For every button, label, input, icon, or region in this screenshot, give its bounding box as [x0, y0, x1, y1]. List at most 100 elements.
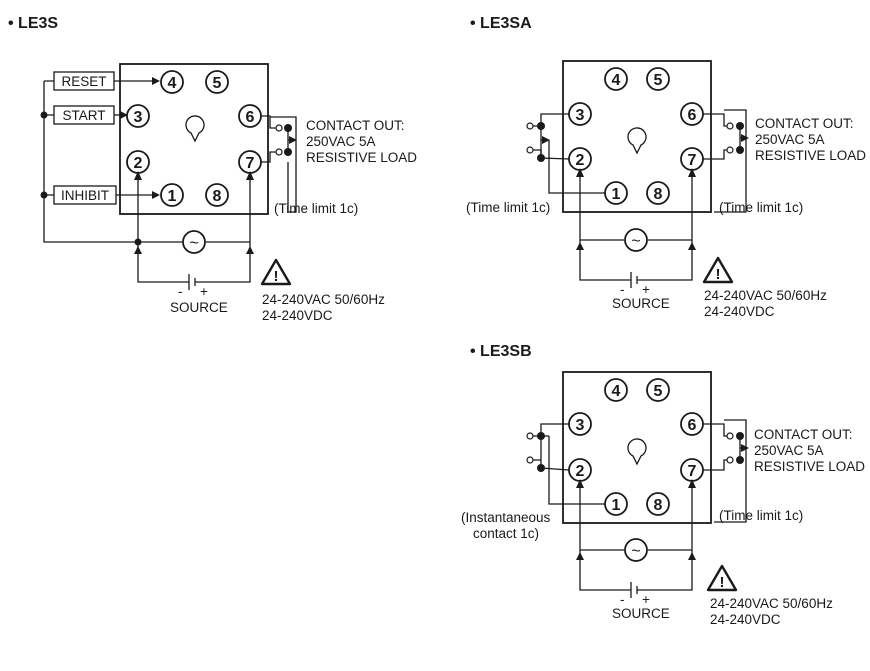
contact-nc [726, 146, 734, 154]
contact-out-line-2: 250VAC 5A [755, 132, 825, 147]
source-arrow [134, 246, 142, 254]
source-arrow [688, 242, 696, 250]
pin-7-arrow [688, 479, 696, 488]
power-wire-left [579, 171, 617, 281]
source-arrow [246, 246, 254, 254]
contact-nc [526, 456, 534, 464]
power-wire-right [649, 482, 693, 591]
pin-2-label: 2 [576, 152, 585, 169]
pin-7-label: 7 [688, 463, 697, 480]
socket-key [627, 127, 647, 155]
junction-dot [40, 191, 48, 199]
diagram-le3sa: • LE3SA 4 5 3 6 2 7 1 8 (Time limit 1c) [466, 15, 866, 319]
contact-out-line-2: 250VAC 5A [754, 443, 824, 458]
warning-icon [706, 564, 738, 592]
source-arrow [576, 552, 584, 560]
contact-dot [736, 146, 744, 154]
pin-3 [126, 104, 150, 128]
contact-arrow [741, 134, 749, 142]
contact-arrow [289, 136, 297, 144]
pin-7-arrow [688, 168, 696, 177]
ac-symbol-circle [182, 230, 206, 254]
socket-base [562, 371, 712, 524]
battery-symbol [175, 274, 207, 290]
contact-dot [736, 122, 744, 130]
pin-4-label: 4 [612, 383, 621, 400]
pin-7-arrow [246, 171, 254, 180]
pin-4 [160, 70, 184, 94]
pin-2-arrow [576, 479, 584, 488]
contact-dot [537, 432, 545, 440]
diagram-title: • LE3SA [470, 15, 532, 32]
power-wire-right [649, 171, 693, 281]
power-wire-right [207, 174, 251, 283]
pin-2-label: 2 [576, 463, 585, 480]
socket-base [562, 60, 712, 213]
contact-nc [726, 456, 734, 464]
contact-out-line-3: RESISTIVE LOAD [306, 150, 417, 165]
contact-type-label: (Time limit 1c) [274, 201, 358, 216]
diagram-le3s: • LE3S RESET START INHIBIT 4 5 3 6 2 [8, 15, 417, 323]
source-plus: + [642, 592, 650, 607]
pin-5-label: 5 [654, 72, 663, 89]
source-label: SOURCE [612, 296, 670, 311]
left-contact-label-line-1: (Instantaneous [461, 510, 551, 525]
pin-8-label: 8 [654, 497, 663, 514]
warning-icon [702, 256, 734, 284]
power-spec-ac: 24-240VAC 50/60Hz [704, 288, 827, 303]
battery-symbol [617, 272, 649, 288]
source-arrow [688, 552, 696, 560]
source-label: SOURCE [170, 300, 228, 315]
pin-8 [646, 492, 670, 516]
power-spec-ac: 24-240VAC 50/60Hz [262, 292, 385, 307]
contact-no [526, 122, 534, 130]
source-plus: + [642, 282, 650, 297]
contact-dot [284, 124, 292, 132]
ac-symbol-circle [624, 538, 648, 562]
pin-3-label: 3 [134, 109, 143, 126]
pin-1-label: 1 [612, 497, 621, 514]
pin-2-label: 2 [134, 155, 143, 172]
power-wire-left [137, 174, 175, 283]
contact-dot [284, 148, 292, 156]
pin-4-label: 4 [612, 72, 621, 89]
warning-icon [260, 258, 292, 286]
power-spec-ac: 24-240VAC 50/60Hz [710, 596, 833, 611]
power-wire-left [579, 482, 617, 591]
junction-dot [40, 111, 48, 119]
pin-5 [205, 70, 229, 94]
diagram-title: • LE3S [8, 15, 58, 32]
contact-no [726, 122, 734, 130]
source-label: SOURCE [612, 606, 670, 621]
pin-5 [646, 378, 670, 402]
pin-8-label: 8 [213, 188, 222, 205]
pin-5-label: 5 [213, 75, 222, 92]
pin-5-label: 5 [654, 383, 663, 400]
source-arrow [576, 242, 584, 250]
source-minus: - [178, 284, 183, 299]
junction-dot [134, 238, 142, 246]
pin-8-label: 8 [654, 186, 663, 203]
inhibit-arrow [152, 191, 160, 199]
contact-common-wire [270, 116, 297, 213]
pin-6-label: 6 [246, 109, 255, 126]
warning-mark: ! [720, 574, 725, 591]
pin-4 [604, 67, 628, 91]
pin-4 [604, 378, 628, 402]
left-contact-label-line-2: contact 1c) [473, 526, 539, 541]
pin-8 [646, 181, 670, 205]
contact-dot [736, 456, 744, 464]
contact-wire [261, 115, 279, 129]
ac-symbol: ~ [631, 233, 640, 250]
left-contact-wire [533, 436, 570, 471]
power-spec-dc: 24-240VDC [710, 612, 781, 627]
socket-key [185, 115, 205, 143]
pin-3-label: 3 [576, 417, 585, 434]
contact-out-line-1: CONTACT OUT: [754, 427, 853, 442]
contact-no [275, 124, 283, 132]
source-minus: - [620, 592, 625, 607]
contact-out-line-3: RESISTIVE LOAD [755, 148, 866, 163]
ac-symbol: ~ [631, 543, 640, 560]
contact-no [526, 432, 534, 440]
